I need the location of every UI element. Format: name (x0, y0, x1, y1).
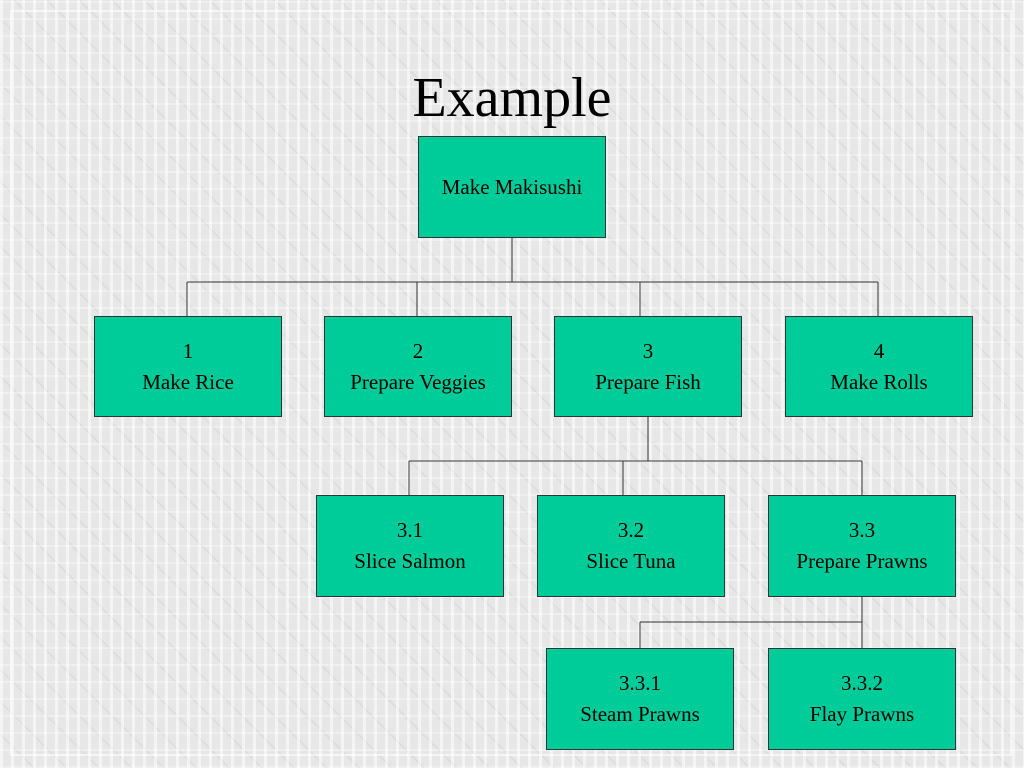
node-label: Slice Salmon (354, 549, 466, 573)
node-flay-prawns: 3.3.2 Flay Prawns (768, 648, 956, 750)
node-make-makisushi: Make Makisushi (418, 136, 606, 238)
node-label: Prepare Veggies (350, 369, 486, 394)
node-prepare-fish: 3 Prepare Fish (554, 316, 742, 417)
node-prepare-veggies: 2 Prepare Veggies (324, 316, 512, 417)
node-slice-tuna: 3.2 Slice Tuna (537, 495, 725, 597)
node-label: Make Rice (142, 369, 234, 394)
node-prepare-prawns: 3.3 Prepare Prawns (768, 495, 956, 597)
node-number: 3.2 (617, 518, 645, 542)
node-steam-prawns: 3.3.1 Steam Prawns (546, 648, 734, 750)
node-number: 3.3.1 (619, 671, 661, 695)
node-number: 3.3 (848, 518, 876, 542)
node-number: 3.3.2 (841, 671, 883, 695)
node-number: 1 (182, 338, 194, 363)
node-number: 3 (642, 338, 654, 363)
node-label: Prepare Fish (595, 369, 701, 394)
slide-title: Example (412, 67, 612, 129)
node-number: 3.1 (396, 518, 424, 542)
node-label: Make Makisushi (441, 174, 583, 199)
node-label: Make Rolls (830, 369, 928, 394)
background-texture (10, 10, 1012, 756)
node-label: Slice Tuna (586, 549, 676, 573)
node-slice-salmon: 3.1 Slice Salmon (316, 495, 504, 597)
node-number: 4 (873, 338, 885, 363)
node-label: Flay Prawns (809, 702, 915, 726)
node-make-rice: 1 Make Rice (94, 316, 282, 417)
node-number: 2 (412, 338, 424, 363)
node-make-rolls: 4 Make Rolls (785, 316, 973, 417)
node-label: Prepare Prawns (796, 549, 928, 573)
node-label: Steam Prawns (580, 702, 700, 726)
